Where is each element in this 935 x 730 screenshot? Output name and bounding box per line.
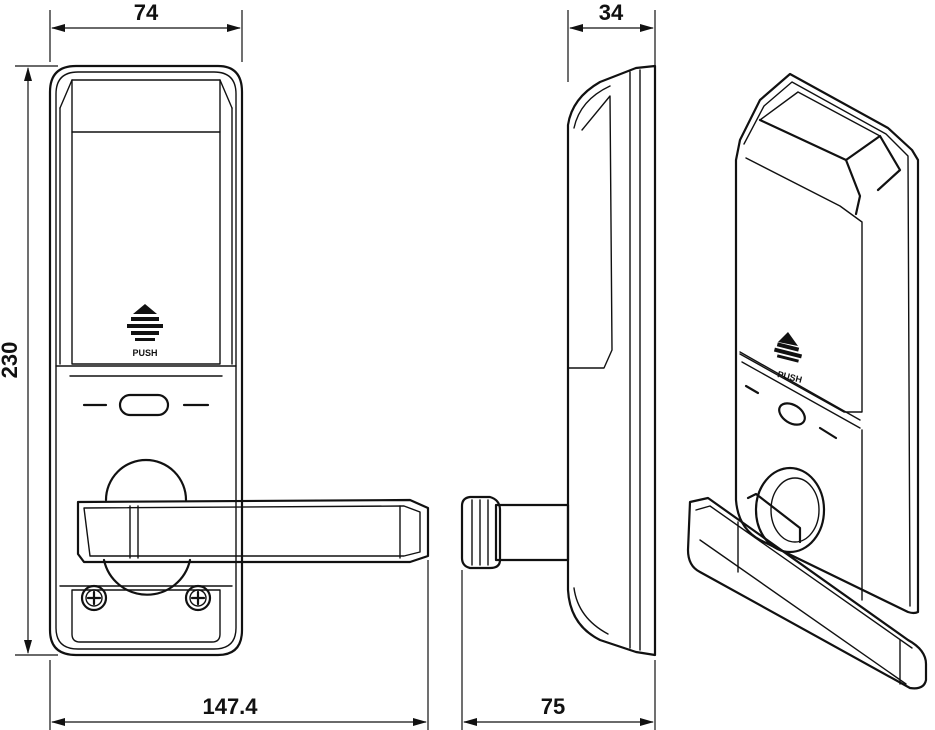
dimension-label-34: 34 xyxy=(599,0,624,25)
screw-icon xyxy=(184,584,212,612)
dimension-label-75: 75 xyxy=(541,694,565,719)
push-label: PUSH xyxy=(132,348,157,358)
push-arrow-icon xyxy=(773,332,803,363)
dimension-label-230: 230 xyxy=(0,342,22,379)
side-view xyxy=(460,64,657,657)
isometric-view xyxy=(686,72,928,690)
dimension-label-74: 74 xyxy=(134,0,159,25)
dimension-lines xyxy=(15,10,656,730)
front-view xyxy=(48,64,430,657)
dimension-label-147-4: 147.4 xyxy=(202,694,258,719)
push-arrow-icon xyxy=(127,304,163,341)
screw-icon xyxy=(80,584,108,612)
